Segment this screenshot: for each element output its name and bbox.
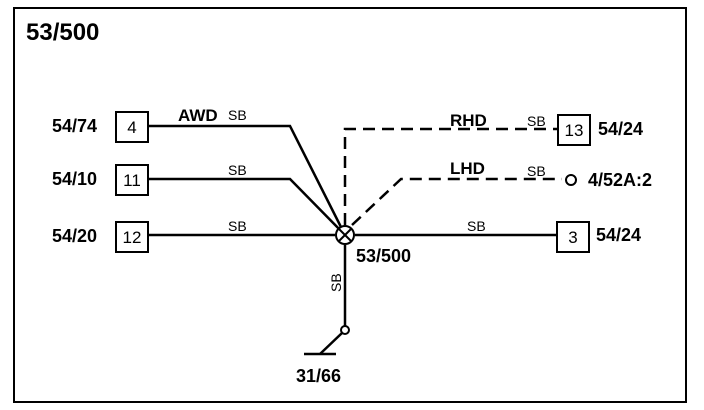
connector-label-4-52a-2: 4/52A:2 (588, 170, 652, 190)
splice-symbol (335, 225, 355, 245)
connector-label-54-10: 54/10 (52, 169, 97, 189)
wire-color-label: SB (527, 163, 546, 179)
splice-label: 53/500 (356, 246, 411, 266)
wire-54-74 (148, 124, 347, 236)
wire-color-label: SB (228, 107, 247, 123)
variant-tag-lhd: LHD (450, 159, 485, 178)
pin-number-12: 12 (123, 228, 142, 247)
connector-label-54-24-bottom: 54/24 (596, 225, 641, 245)
connector-label-54-74: 54/74 (52, 116, 97, 136)
pin-box-13 (557, 114, 591, 146)
pin-box-3 (556, 221, 590, 253)
pin-number-13: 13 (565, 121, 584, 140)
pin-number-4: 4 (127, 118, 136, 137)
variant-tag-awd: AWD (178, 106, 218, 125)
wire-color-label: SB (467, 218, 486, 234)
wire-color-label: SB (328, 273, 344, 292)
wire-rhd-dashed (343, 127, 557, 225)
connector-label-54-24-top: 54/24 (598, 119, 643, 139)
wire-color-label: SB (228, 162, 247, 178)
ground-strap (319, 332, 343, 355)
pin-number-3: 3 (568, 228, 577, 247)
terminal-circle (565, 174, 577, 186)
wire-lhd-dashed (351, 177, 562, 226)
pin-box-4 (115, 111, 149, 143)
wire-color-label: SB (527, 113, 546, 129)
diagram-title: 53/500 (26, 19, 99, 46)
wire-54-10 (148, 177, 346, 236)
ground-label: 31/66 (296, 366, 341, 386)
wire-color-label: SB (228, 218, 247, 234)
connector-label-54-20: 54/20 (52, 226, 97, 246)
variant-tag-rhd: RHD (450, 111, 487, 130)
pin-box-12 (115, 221, 149, 253)
pin-number-11: 11 (123, 171, 141, 190)
diagram-frame (13, 7, 687, 403)
ground-terminal (340, 325, 350, 335)
